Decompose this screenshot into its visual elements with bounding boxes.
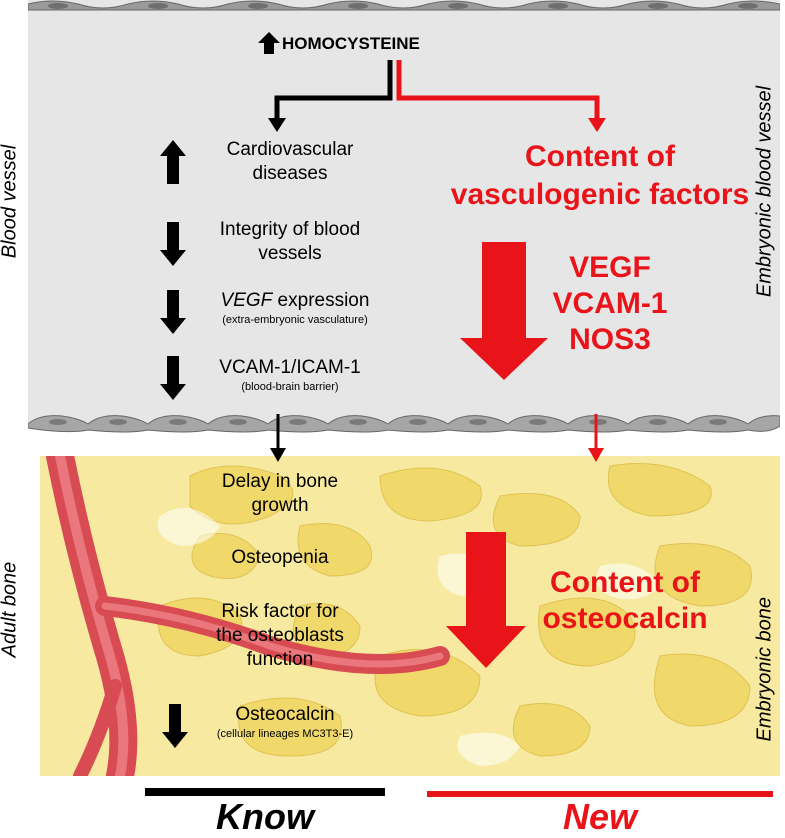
blood-vessel-panel [28, 0, 780, 428]
effect-vcam-icam: VCAM-1/ICAM-1 (blood-brain barrier) [190, 356, 390, 394]
new-title-line: osteocalcin [542, 602, 708, 635]
up-arrow-icon [258, 32, 280, 54]
bone-texture [40, 456, 780, 776]
endothelium-top [28, 0, 780, 11]
new-osteocalcin-title: Content of osteocalcin [495, 565, 755, 637]
effect-vegf-expression: VEGF expression (extra-embryonic vascula… [190, 289, 400, 327]
new-vasculogenic-title: Content of vasculogenic factors [430, 138, 770, 214]
down-arrow-icon [160, 222, 186, 266]
effect-line: expression [272, 290, 370, 311]
effect-line: Risk factor for [221, 601, 339, 622]
effect-line: the osteoblasts [216, 625, 344, 646]
new-title-line: vasculogenic factors [450, 178, 750, 211]
side-label-adult-bone: Adult bone [0, 561, 21, 658]
down-arrow-icon [160, 290, 186, 334]
effect-cardiovascular: Cardiovascular diseases [190, 138, 390, 186]
down-arrow-icon [162, 704, 188, 748]
effect-bone-growth: Delay in bone growth [180, 470, 380, 518]
effect-line: VCAM-1/ICAM-1 [219, 357, 361, 378]
new-title-line: Content of [525, 140, 675, 173]
factor-nos3: NOS3 [569, 323, 651, 356]
effect-osteoblast-risk: Risk factor for the osteoblasts function [180, 600, 380, 672]
effect-osteocalcin: Osteocalcin (cellular lineages MC3T3-E) [185, 703, 385, 741]
effect-line: Delay in bone [221, 471, 339, 492]
new-factor-list: VEGF VCAM-1 NOS3 [530, 250, 690, 358]
down-arrow-icon [160, 356, 186, 400]
effect-line: diseases [252, 163, 328, 184]
known-underline [145, 788, 385, 796]
factor-vcam1: VCAM-1 [552, 287, 668, 320]
known-label: Know [216, 796, 314, 837]
effect-line: vessels [258, 243, 322, 264]
effect-line: function [246, 649, 314, 670]
up-arrow-icon [160, 140, 186, 184]
effect-note: (cellular lineages MC3T3-E) [216, 728, 354, 740]
effect-line: growth [251, 495, 309, 516]
factor-vegf: VEGF [569, 251, 651, 284]
new-label: New [562, 796, 638, 837]
effect-line: Integrity of blood [219, 219, 361, 240]
endothelium-bottom [28, 415, 780, 433]
effect-note: (extra-embryonic vasculature) [222, 314, 368, 326]
big-down-arrow-icon [460, 242, 548, 380]
effect-line: Cardiovascular [226, 139, 354, 160]
side-label-blood-vessel: Blood vessel [0, 144, 21, 259]
bone-panel [40, 456, 780, 776]
side-label-embryonic-bone: Embryonic bone [753, 596, 776, 742]
effect-line: Osteocalcin [235, 704, 335, 725]
effect-gene: VEGF [220, 290, 273, 311]
new-underline [427, 791, 773, 797]
big-down-arrow-icon [446, 532, 526, 668]
effect-osteopenia: Osteopenia [231, 547, 329, 568]
effect-note: (blood-brain barrier) [241, 381, 339, 393]
down-arrow-icon [588, 414, 604, 462]
down-arrow-icon [270, 414, 286, 462]
branch-connectors [268, 60, 606, 132]
new-title-line: Content of [550, 566, 700, 599]
homocysteine-title: HOMOCYSTEINE [282, 34, 420, 53]
effect-integrity: Integrity of blood vessels [190, 218, 390, 266]
